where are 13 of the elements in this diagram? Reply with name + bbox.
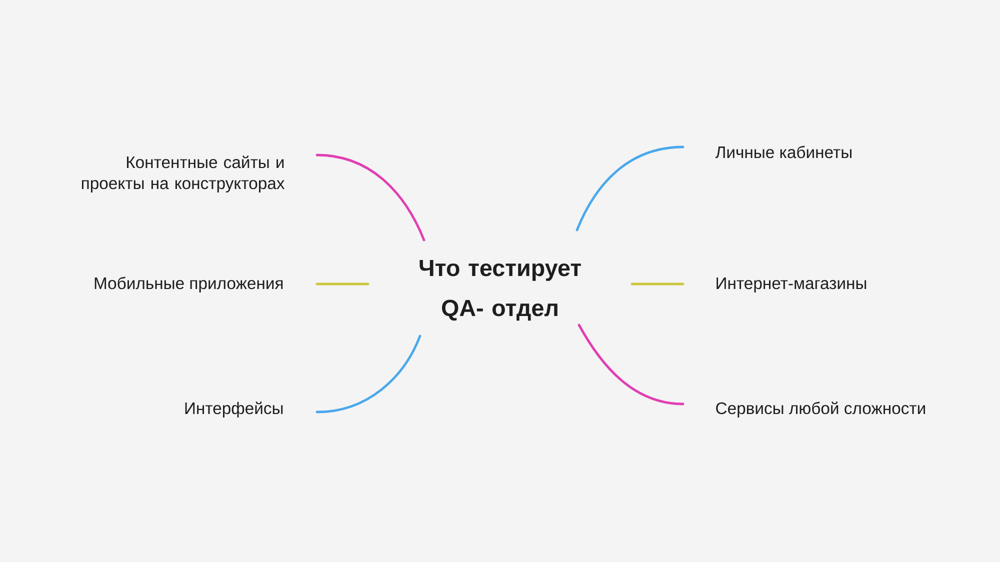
branch-label: Контентные сайты и проекты на конструкторах bbox=[82, 156, 285, 192]
connector-line bbox=[316, 334, 422, 414]
branch-label: Мобильные приложения bbox=[94, 276, 283, 292]
connector-line bbox=[578, 324, 684, 406]
branch-label: Интерфейсы bbox=[185, 402, 283, 418]
central-topic: Что тестирует QA- отдел bbox=[420, 260, 581, 321]
connector-line bbox=[316, 154, 426, 242]
branch-label: Интернет-магазины bbox=[716, 278, 866, 292]
branch-label: Сервисы любой сложности bbox=[716, 402, 925, 418]
connector-line bbox=[630, 282, 684, 286]
connector-line bbox=[576, 146, 684, 232]
branch-label: Личные кабинеты bbox=[715, 146, 852, 158]
connector-line bbox=[316, 282, 370, 286]
